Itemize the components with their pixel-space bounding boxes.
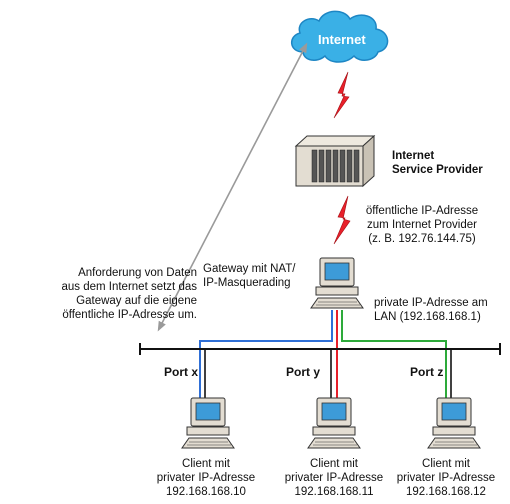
internet-cloud-icon: [291, 10, 389, 63]
client-3-line1: Client mit: [422, 458, 470, 470]
client-computer-icon: [181, 397, 235, 449]
lan-ip-line1: private IP-Adresse am: [374, 297, 488, 309]
request-text-line2: aus dem Internet setzt das: [61, 281, 197, 293]
client-1-line2: privater IP-Adresse: [156, 472, 256, 484]
client-computer-icon: [307, 397, 361, 449]
public-ip-line1: öffentliche IP-Adresse: [365, 205, 479, 217]
isp-server-rack-icon: [294, 134, 376, 188]
gateway-label-line1: Gateway mit NAT/: [203, 263, 296, 275]
client-2-line1: Client mit: [310, 458, 358, 470]
gateway-label-line2: IP-Masquerading: [203, 277, 291, 289]
request-arrow: [157, 42, 308, 332]
client-3-line2: privater IP-Adresse: [396, 472, 496, 484]
internet-label: Internet: [318, 32, 366, 47]
client-2-line2: privater IP-Adresse: [284, 472, 384, 484]
client-3-line3: 192.168.168.12: [406, 486, 486, 498]
client-1-line3: 192.168.168.10: [166, 486, 246, 498]
cable-blue: [199, 310, 333, 402]
cable-green: [341, 310, 447, 402]
client-1-line1: Client mit: [182, 458, 230, 470]
client-computer-icon: [427, 397, 481, 449]
port-x-label: Port x: [164, 365, 199, 379]
port-z-label: Port z: [410, 365, 444, 379]
isp-label-line2: Service Provider: [392, 164, 483, 176]
port-y-label: Port y: [286, 365, 321, 379]
gateway-computer-icon: [310, 257, 364, 309]
request-text-line3: Gateway auf die eigene: [76, 295, 197, 307]
public-ip-line3: (z. B. 192.76.144.75): [368, 233, 476, 245]
request-text-line4: öffentliche IP-Adresse um.: [62, 309, 197, 321]
lightning-bolt-icon: [333, 195, 351, 245]
lan-ip-line2: LAN (192.168.168.1): [374, 311, 481, 323]
isp-label-line1: Internet: [392, 150, 435, 162]
lightning-bolt-icon: [333, 71, 350, 119]
public-ip-line2: zum Internet Provider: [367, 219, 477, 231]
request-text-line1: Anforderung von Daten: [78, 267, 197, 279]
client-2-line3: 192.168.168.11: [294, 486, 374, 498]
